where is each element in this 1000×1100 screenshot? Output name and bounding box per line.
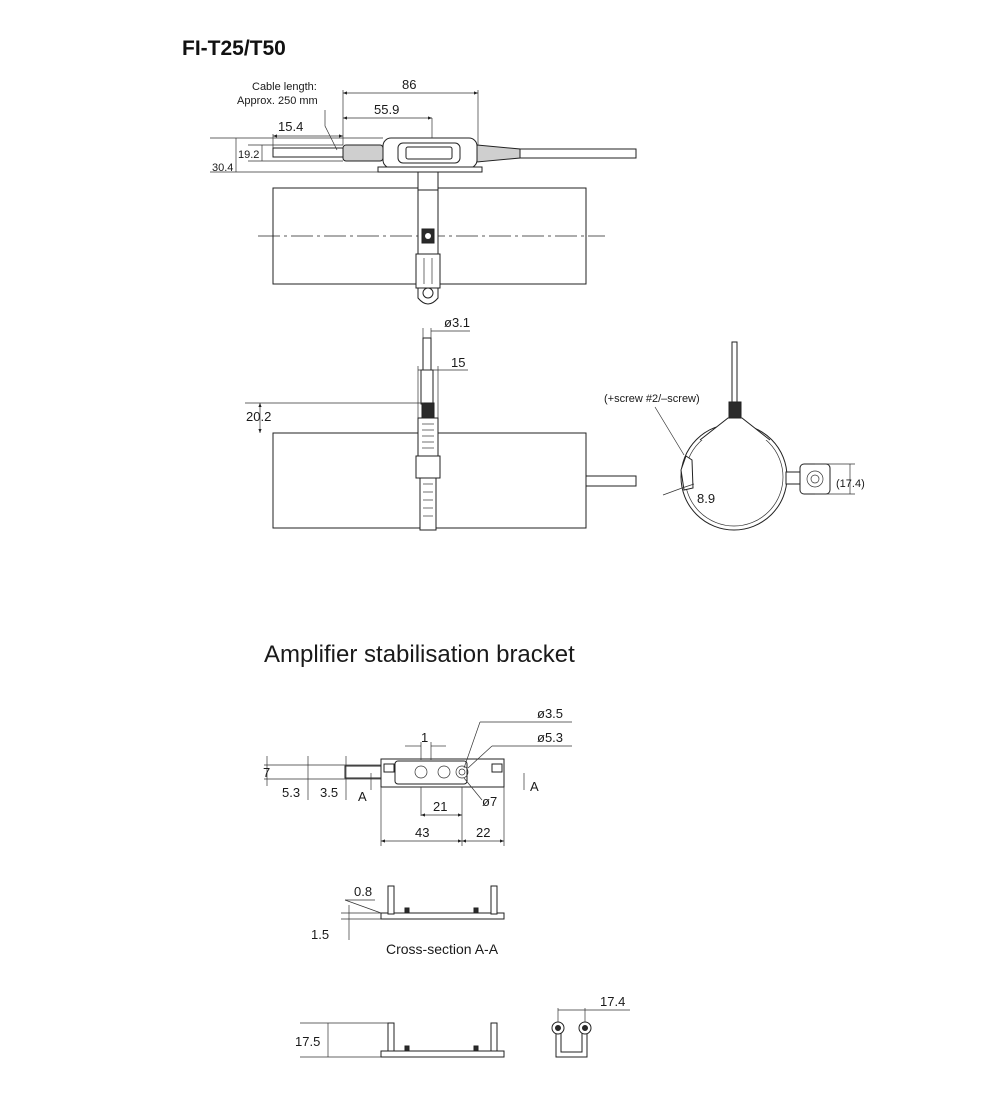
dim-15-4: 15.4: [278, 119, 303, 134]
dim-1: 1: [421, 730, 428, 745]
side-plate: [380, 1050, 505, 1058]
dim-dia-5-3: ø5.3: [537, 730, 563, 745]
top-view: 86 55.9 15.4 19.2 30.4 Cable length: App…: [210, 77, 637, 305]
dim-22: 22: [476, 825, 490, 840]
cable-length-note-line1: Cable length:: [252, 81, 317, 93]
cable-length-note-line2: Approx. 250 mm: [237, 95, 318, 107]
dim-21: 21: [433, 799, 447, 814]
amplifier-display: [405, 146, 453, 160]
side-view: ø3.1 15 20.2: [245, 315, 637, 531]
drawing-title: FI-T25/T50: [182, 37, 286, 60]
section-plate: [380, 912, 505, 920]
dim-86: 86: [402, 77, 416, 92]
bracket-side-view: 17.5: [295, 1022, 505, 1058]
clamp-strap: [417, 189, 439, 255]
amplifier-end-view: [799, 463, 831, 495]
cable-end: [272, 147, 346, 158]
dim-20-2: 20.2: [246, 409, 271, 424]
connector: [342, 144, 384, 162]
dim-1-5: 1.5: [311, 927, 329, 942]
dim-30-4: 30.4: [212, 162, 233, 174]
dim-7: 7: [263, 765, 270, 780]
strap-side: [419, 477, 437, 531]
dim-17-4-bracket: 17.4: [600, 994, 625, 1009]
bracket-end-view: 17.4: [551, 994, 630, 1058]
dim-19-2: 19.2: [238, 149, 259, 161]
bracket-plan-view: 7 5.3 3.5 A A 1 ø3.5 ø5.3 21 ø7 43 22: [263, 706, 572, 846]
cable-side: [422, 337, 432, 371]
section-mark-right: A: [530, 779, 539, 794]
dim-dia-3-1: ø3.1: [444, 315, 470, 330]
dim-15: 15: [451, 355, 465, 370]
dim-17-4-end: (17.4): [836, 478, 865, 490]
screw-note: (+screw #2/–screw): [604, 393, 700, 405]
bracket-cross-section: 0.8 1.5 Cross-section A-A: [311, 884, 505, 957]
dim-0-8: 0.8: [354, 884, 372, 899]
dim-17-5: 17.5: [295, 1034, 320, 1049]
pipe-stub: [585, 475, 637, 487]
mount-base: [377, 166, 483, 173]
dim-8-9: 8.9: [697, 491, 715, 506]
output-cable: [519, 148, 637, 159]
dim-5-3: 5.3: [282, 785, 300, 800]
dim-3-5: 3.5: [320, 785, 338, 800]
dim-55-9: 55.9: [374, 102, 399, 117]
cable-strain-relief: [476, 144, 521, 163]
dim-dia-3-5: ø3.5: [537, 706, 563, 721]
end-view: (+screw #2/–screw) 8.9 (17.4): [604, 341, 865, 531]
section-mark-left: A: [358, 789, 367, 804]
dim-dia-7: ø7: [482, 794, 497, 809]
clamp-screw-end: [680, 455, 694, 491]
bracket-heading: Amplifier stabilisation bracket: [264, 641, 575, 668]
dim-43: 43: [415, 825, 429, 840]
cable-end-view: [731, 341, 738, 403]
section-caption: Cross-section A-A: [386, 941, 499, 957]
